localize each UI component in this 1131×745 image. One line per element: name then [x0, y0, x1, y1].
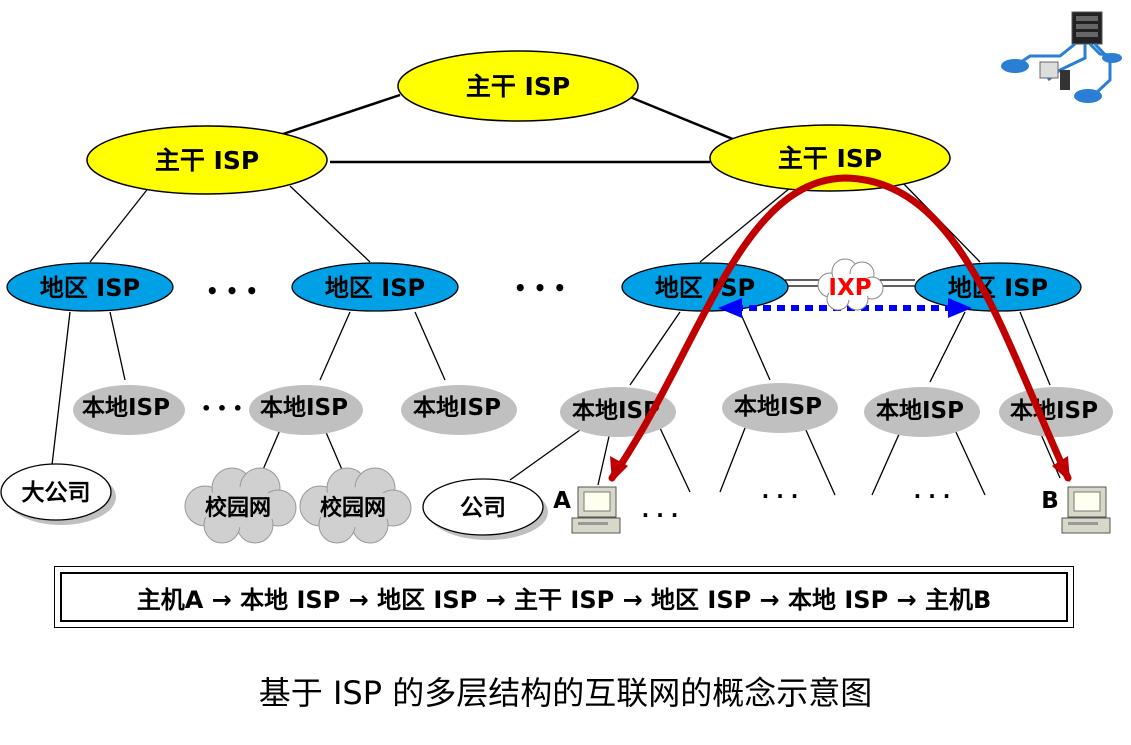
path-summary-inner: 主机A → 本地 ISP → 地区 ISP → 主干 ISP → 地区 ISP …: [60, 572, 1068, 622]
backbone-isp-left[interactable]: 主干 ISP: [86, 125, 328, 195]
svg-text:本地ISP: 本地ISP: [1010, 398, 1098, 424]
local-isp-2[interactable]: 本地ISP: [249, 385, 363, 435]
local-isp-1[interactable]: 本地ISP: [73, 385, 185, 435]
route-arrowhead-b: [1052, 456, 1070, 482]
ixp-link: [718, 298, 972, 318]
regional-isp-4[interactable]: 地区 ISP: [914, 262, 1082, 312]
campus-network-1[interactable]: 校园网: [184, 467, 297, 544]
svg-text:主干 ISP: 主干 ISP: [155, 146, 259, 175]
svg-text:地区 ISP: 地区 ISP: [655, 274, 755, 302]
svg-text:本地ISP: 本地ISP: [734, 394, 822, 420]
figure-caption: 基于 ISP 的多层结构的互联网的概念示意图: [258, 674, 873, 712]
svg-text:B: B: [1041, 488, 1059, 514]
ellipsis-local: • • •: [201, 399, 243, 418]
local-isp-7[interactable]: 本地ISP: [999, 387, 1113, 437]
big-company[interactable]: 大公司: [0, 463, 116, 525]
svg-text:A: A: [553, 488, 571, 514]
svg-text:大公司: 大公司: [22, 480, 91, 506]
svg-text:地区 ISP: 地区 ISP: [948, 274, 1048, 302]
ixp[interactable]: IXP: [817, 258, 884, 311]
network-clipart-icon: [1001, 11, 1122, 103]
svg-text:主干 ISP: 主干 ISP: [466, 72, 570, 101]
svg-text:本地ISP: 本地ISP: [876, 398, 964, 424]
local-isp-6[interactable]: 本地ISP: [864, 387, 980, 437]
svg-text:本地ISP: 本地ISP: [260, 395, 348, 421]
ellipsis-regional-1: • • •: [206, 279, 258, 303]
host-b[interactable]: B: [1041, 486, 1111, 534]
dots-2: . . .: [762, 479, 799, 503]
computer-icon: [571, 486, 621, 534]
path-summary-box: 主机A → 本地 ISP → 地区 ISP → 主干 ISP → 地区 ISP …: [54, 566, 1074, 628]
svg-text:地区 ISP: 地区 ISP: [40, 274, 140, 302]
local-isp-3[interactable]: 本地ISP: [401, 385, 517, 435]
svg-text:地区 ISP: 地区 ISP: [325, 274, 425, 302]
computer-icon: [1061, 486, 1111, 534]
company[interactable]: 公司: [422, 478, 548, 540]
svg-text:校园网: 校园网: [320, 495, 386, 521]
route-arrow: [608, 174, 1072, 482]
route-arrowhead-a: [610, 456, 628, 482]
backbone-isp-right[interactable]: 主干 ISP: [709, 124, 951, 192]
host-a[interactable]: A: [553, 486, 621, 534]
path-summary-text: 主机A → 本地 ISP → 地区 ISP → 主干 ISP → 地区 ISP …: [136, 585, 992, 614]
svg-text:本地ISP: 本地ISP: [413, 395, 501, 421]
local-isp-5[interactable]: 本地ISP: [722, 383, 838, 433]
svg-text:主干 ISP: 主干 ISP: [778, 144, 882, 173]
ellipsis-regional-2: • • •: [514, 276, 566, 300]
backbone-isp-top[interactable]: 主干 ISP: [397, 50, 639, 122]
network-links: [51, 93, 1061, 496]
regional-isp-2[interactable]: 地区 ISP: [291, 262, 459, 312]
svg-text:本地ISP: 本地ISP: [82, 395, 170, 421]
dots-3: . . .: [914, 479, 951, 503]
svg-text:公司: 公司: [460, 495, 506, 521]
regional-isp-1[interactable]: 地区 ISP: [6, 262, 174, 312]
dots-1: . . .: [642, 498, 679, 522]
svg-text:校园网: 校园网: [205, 495, 271, 521]
svg-text:IXP: IXP: [828, 275, 871, 301]
campus-network-2[interactable]: 校园网: [299, 467, 412, 544]
regional-isp-3[interactable]: 地区 ISP: [621, 262, 789, 312]
